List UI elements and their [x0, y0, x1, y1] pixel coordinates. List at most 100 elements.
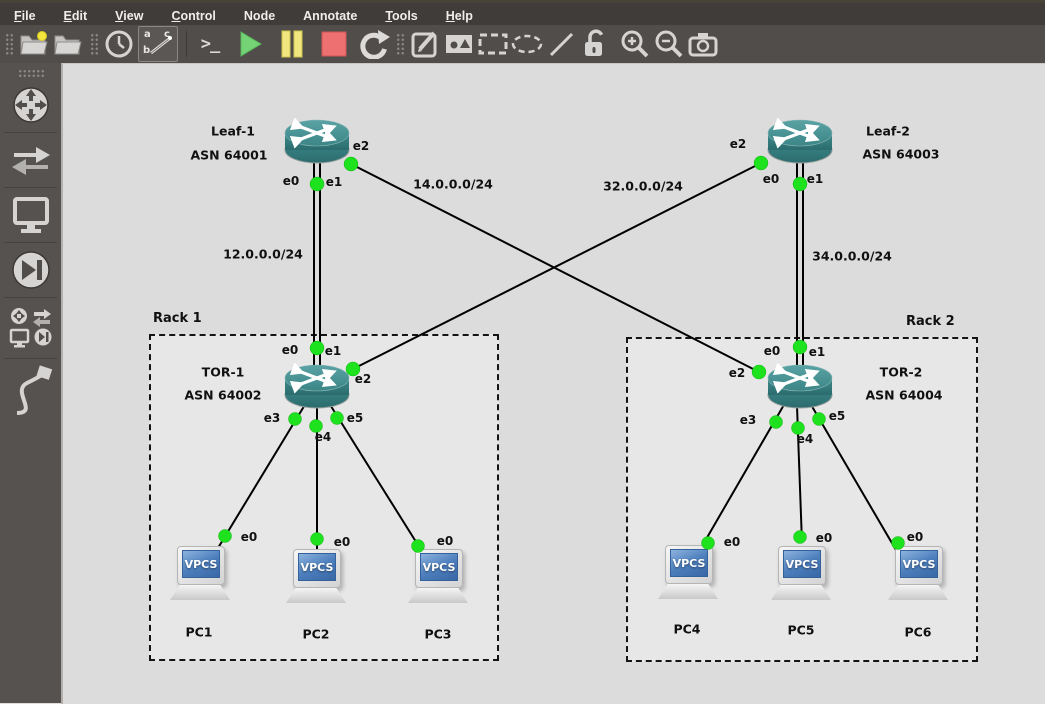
security-device-icon	[10, 249, 52, 291]
add-note-icon	[410, 29, 440, 59]
sidebar-separator	[4, 297, 57, 298]
browse-end-devices-button[interactable]	[0, 192, 61, 238]
stop-icon	[320, 30, 348, 58]
pc1-device[interactable]: VPCS	[169, 546, 231, 604]
new-project-button[interactable]	[17, 28, 51, 60]
toolbar-drag-handle[interactable]	[5, 33, 14, 55]
tor1-port-e1-label: e1	[325, 344, 342, 358]
switch-icon	[10, 143, 52, 177]
tor2-name-label[interactable]: TOR-2	[880, 365, 923, 380]
pc1-port-e0-label: e0	[241, 530, 258, 544]
add-note-button[interactable]	[408, 28, 442, 60]
snapshot-button[interactable]	[102, 28, 136, 60]
draw-ellipse-button[interactable]	[510, 28, 544, 60]
pc-keyboard	[286, 588, 346, 603]
reload-button[interactable]	[357, 28, 391, 60]
draw-rectangle-button[interactable]	[476, 28, 510, 60]
menu-edit[interactable]: Edit	[50, 7, 102, 25]
network-14-label[interactable]: 14.0.0.0/24	[413, 177, 493, 192]
pc4-name-label[interactable]: PC4	[673, 622, 700, 637]
vpcs-screen-label: VPCS	[900, 550, 938, 578]
pc2-device[interactable]: VPCS	[285, 549, 347, 607]
wand-icon	[139, 27, 177, 61]
tor1-name-label[interactable]: TOR-1	[202, 365, 245, 380]
menu-annotate[interactable]: Annotate	[289, 7, 371, 25]
sidebar-separator	[4, 187, 57, 188]
router-leaf2[interactable]	[767, 118, 833, 166]
insert-image-icon	[444, 32, 474, 56]
draw-line-button[interactable]	[544, 28, 578, 60]
lock-unlock-button[interactable]	[578, 28, 612, 60]
menu-view[interactable]: View	[101, 7, 157, 25]
camera-icon	[687, 30, 719, 58]
browse-switches-button[interactable]	[0, 137, 61, 183]
menu-control[interactable]: Control	[157, 7, 229, 25]
console-connect-button[interactable]: >_	[193, 28, 227, 60]
leaf1-port-e2-label: e2	[353, 139, 370, 153]
sidebar-separator	[4, 242, 57, 243]
browse-routers-button[interactable]	[0, 82, 61, 128]
tor1-port-e0-label: e0	[282, 343, 299, 357]
pc2-port-e0-label: e0	[334, 535, 351, 549]
open-project-button[interactable]	[51, 28, 85, 60]
link-tor2-pc6[interactable]	[810, 403, 896, 550]
zoom-in-button[interactable]	[618, 28, 652, 60]
menu-node[interactable]: Node	[230, 7, 289, 25]
stop-button[interactable]	[317, 28, 351, 60]
pc5-device[interactable]: VPCS	[770, 546, 832, 604]
menu-file[interactable]: File	[0, 7, 50, 25]
browse-security-devices-button[interactable]	[0, 247, 61, 293]
suspend-button[interactable]	[275, 28, 309, 60]
zoom-out-button[interactable]	[652, 28, 686, 60]
show-interface-labels-button[interactable]: a c b	[138, 26, 178, 62]
router-icon	[11, 85, 51, 125]
menu-tools[interactable]: Tools	[371, 7, 431, 25]
link-tor2-pc5[interactable]	[797, 406, 802, 543]
pc5-name-label[interactable]: PC5	[787, 623, 814, 638]
toolbar-drag-handle[interactable]	[90, 33, 99, 55]
router-leaf1[interactable]	[284, 118, 350, 166]
link-leaf2-tor1-e2[interactable]	[353, 163, 761, 369]
start-button[interactable]	[233, 28, 267, 60]
router-tor2[interactable]	[767, 363, 833, 411]
unlocked-padlock-icon	[581, 29, 609, 59]
pc6-name-label[interactable]: PC6	[904, 625, 931, 640]
leaf1-asn-label[interactable]: ASN 64001	[191, 148, 268, 163]
tor2-port-e5-label: e5	[829, 409, 846, 423]
leaf2-name-label[interactable]: Leaf-2	[866, 124, 910, 139]
pc1-name-label[interactable]: PC1	[185, 625, 212, 640]
tor2-port-e4-label: e4	[797, 432, 814, 446]
tor2-port-e2-label: e2	[729, 366, 746, 380]
router-tor1[interactable]	[284, 363, 350, 411]
all-devices-icon	[8, 306, 54, 350]
add-link-button[interactable]	[0, 363, 61, 419]
pc4-device[interactable]: VPCS	[657, 545, 719, 603]
tor2-port-e1-label: e1	[809, 345, 826, 359]
tor1-port-e3-label: e3	[264, 411, 281, 425]
rack1-label: Rack 1	[153, 311, 202, 326]
pc3-name-label[interactable]: PC3	[424, 627, 451, 642]
link-tor1-pc1[interactable]	[218, 403, 306, 548]
leaf1-name-label[interactable]: Leaf-1	[211, 124, 255, 139]
pc-keyboard	[658, 584, 718, 599]
insert-image-button[interactable]	[442, 28, 476, 60]
toolbar-drag-handle[interactable]	[396, 33, 405, 55]
network-32-label[interactable]: 32.0.0.0/24	[603, 179, 683, 194]
leaf2-asn-label[interactable]: ASN 64003	[863, 147, 940, 162]
sidebar-drag-handle[interactable]	[18, 69, 44, 78]
link-tor1-pc3[interactable]	[329, 403, 423, 553]
tor2-asn-label[interactable]: ASN 64004	[866, 388, 943, 403]
topology-canvas[interactable]: Rack 1 Rack 2	[61, 63, 1045, 704]
browse-all-devices-button[interactable]	[0, 302, 61, 354]
network-12-label[interactable]: 12.0.0.0/24	[223, 247, 303, 262]
pc3-device[interactable]: VPCS	[407, 549, 469, 607]
screenshot-button[interactable]	[686, 28, 720, 60]
leaf1-port-e1-label: e1	[326, 175, 343, 189]
vpcs-screen-label: VPCS	[670, 549, 708, 577]
leaf2-port-e1-label: e1	[807, 172, 824, 186]
network-34-label[interactable]: 34.0.0.0/24	[812, 249, 892, 264]
tor1-asn-label[interactable]: ASN 64002	[185, 388, 262, 403]
menu-help[interactable]: Help	[432, 7, 487, 25]
pc2-name-label[interactable]: PC2	[302, 627, 329, 642]
pc6-device[interactable]: VPCS	[887, 546, 949, 604]
